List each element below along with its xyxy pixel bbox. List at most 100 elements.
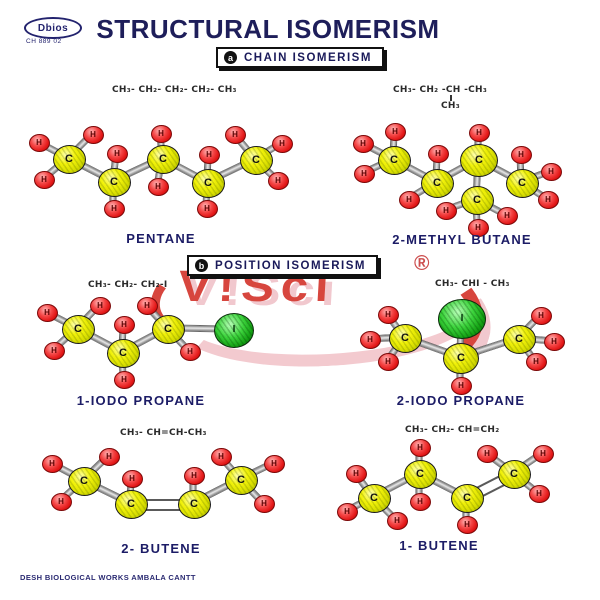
- hydrogen-atom: H: [386, 512, 408, 530]
- hydrogen-atom: H: [427, 145, 449, 163]
- hydrogen-atom: H: [543, 333, 565, 351]
- hydrogen-atom: H: [28, 134, 50, 152]
- hydrogen-atom: H: [377, 306, 399, 324]
- carbon-atom: C: [450, 483, 484, 513]
- hydrogen-atom: H: [528, 485, 550, 503]
- molecule-label-1-butene: 1- BUTENE: [399, 538, 479, 553]
- carbon-atom: C: [497, 459, 531, 489]
- hydrogen-atom: H: [409, 493, 431, 511]
- dbios-logo: Dbios: [24, 17, 82, 39]
- iodine-atom: I: [214, 312, 254, 348]
- hydrogen-atom: H: [540, 163, 562, 181]
- carbon-atom: C: [114, 489, 148, 519]
- badge-letter-b-icon: b: [195, 259, 208, 272]
- carbon-atom: C: [388, 323, 422, 353]
- hydrogen-atom: H: [106, 145, 128, 163]
- carbon-atom: C: [224, 465, 258, 495]
- chain-isomerism-badge: a CHAIN ISOMERISM: [216, 47, 384, 68]
- logo-text: Dbios: [37, 22, 69, 34]
- hydrogen-atom: H: [179, 343, 201, 361]
- carbon-atom: C: [420, 168, 454, 198]
- hydrogen-atom: H: [377, 353, 399, 371]
- hydrogen-atom: H: [476, 445, 498, 463]
- carbon-atom: C: [106, 338, 140, 368]
- hydrogen-atom: H: [210, 448, 232, 466]
- molecule-label-2-butene: 2- BUTENE: [121, 541, 201, 556]
- hydrogen-atom: H: [537, 191, 559, 209]
- hydrogen-atom: H: [271, 135, 293, 153]
- badge-label-chain: CHAIN ISOMERISM: [244, 51, 372, 64]
- formula-pentane: CH₃- CH₂- CH₂- CH₂- CH₃: [112, 85, 237, 95]
- hydrogen-atom: H: [525, 353, 547, 371]
- hydrogen-atom: H: [345, 465, 367, 483]
- branch-bond-line: [450, 95, 452, 101]
- hydrogen-atom: H: [113, 316, 135, 334]
- hydrogen-atom: H: [398, 191, 420, 209]
- hydrogen-atom: H: [352, 135, 374, 153]
- carbon-atom: C: [97, 167, 131, 197]
- carbon-atom: C: [502, 324, 536, 354]
- carbon-atom: C: [460, 185, 494, 215]
- hydrogen-atom: H: [435, 202, 457, 220]
- formula-2-methyl-butane: CH₃- CH₂ -CH -CH₃: [393, 85, 488, 95]
- hydrogen-atom: H: [510, 146, 532, 164]
- hydrogen-atom: H: [89, 297, 111, 315]
- hydrogen-atom: H: [98, 448, 120, 466]
- carbon-atom: C: [403, 459, 437, 489]
- hydrogen-atom: H: [43, 342, 65, 360]
- iodine-atom: I: [438, 299, 486, 339]
- carbon-atom: C: [191, 168, 225, 198]
- hydrogen-atom: H: [41, 455, 63, 473]
- hydrogen-atom: H: [183, 467, 205, 485]
- hydrogen-atom: H: [136, 297, 158, 315]
- hydrogen-atom: H: [253, 495, 275, 513]
- double-bond: [130, 499, 193, 511]
- hydrogen-atom: H: [198, 146, 220, 164]
- hydrogen-atom: H: [267, 172, 289, 190]
- position-isomerism-badge: b POSITION ISOMERISM: [187, 255, 378, 276]
- hydrogen-atom: H: [82, 126, 104, 144]
- carbon-atom: C: [505, 168, 539, 198]
- carbon-atom: C: [357, 483, 391, 513]
- carbon-atom: C: [460, 143, 498, 177]
- hydrogen-atom: H: [467, 219, 489, 237]
- carbon-atom: C: [52, 144, 86, 174]
- hydrogen-atom: H: [496, 207, 518, 225]
- hydrogen-atom: H: [196, 200, 218, 218]
- carbon-atom: C: [377, 145, 411, 175]
- formula-2-butene: CH₃- CH=CH-CH₃: [120, 428, 207, 438]
- carbon-atom: C: [443, 342, 479, 374]
- badge-letter-a-icon: a: [224, 51, 237, 64]
- carbon-atom: C: [61, 314, 95, 344]
- badge-label-position: POSITION ISOMERISM: [215, 259, 366, 272]
- hydrogen-atom: H: [33, 171, 55, 189]
- hydrogen-atom: H: [468, 124, 490, 142]
- hydrogen-atom: H: [50, 493, 72, 511]
- carbon-atom: C: [146, 144, 180, 174]
- formula-1-iodo-propane: CH₃- CH₂- CH₂-I: [88, 280, 168, 290]
- hydrogen-atom: H: [147, 178, 169, 196]
- hydrogen-atom: H: [530, 307, 552, 325]
- formula-branch-2-methyl-butane: CH₃: [441, 101, 460, 111]
- hydrogen-atom: H: [36, 304, 58, 322]
- hydrogen-atom: H: [224, 126, 246, 144]
- footer-text: DESH BIOLOGICAL WORKS AMBALA CANTT: [20, 573, 196, 582]
- hydrogen-atom: H: [532, 445, 554, 463]
- formula-1-butene: CH₃- CH₂- CH=CH₂: [405, 425, 500, 435]
- hydrogen-atom: H: [384, 123, 406, 141]
- registered-trademark-icon: ®: [414, 252, 430, 275]
- hydrogen-atom: H: [113, 371, 135, 389]
- molecule-label-pentane: PENTANE: [126, 231, 196, 246]
- carbon-atom: C: [151, 314, 185, 344]
- molecule-label-2-methyl-butane: 2-METHYL BUTANE: [392, 232, 532, 247]
- hydrogen-atom: H: [353, 165, 375, 183]
- hydrogen-atom: H: [409, 439, 431, 457]
- hydrogen-atom: H: [450, 377, 472, 395]
- molecule-label-1-iodo-propane: 1-IODO PROPANE: [76, 393, 206, 408]
- logo-code: CH 889 02: [26, 38, 62, 45]
- carbon-atom: C: [67, 466, 101, 496]
- hydrogen-atom: H: [456, 516, 478, 534]
